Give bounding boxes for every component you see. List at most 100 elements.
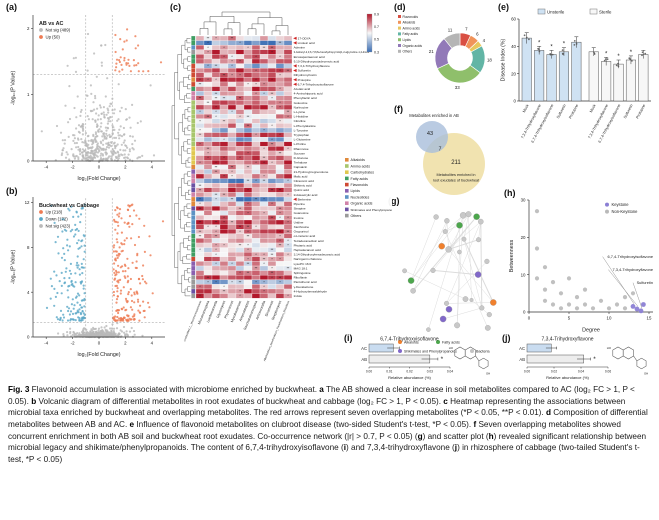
svg-text:*: * [279,230,281,234]
svg-text:8: 8 [27,245,30,250]
svg-text:*: * [199,78,201,82]
svg-text:L-Phenylalanine: L-Phenylalanine [294,124,316,128]
overlap-arrow-icon [293,68,297,73]
svg-text:*: * [231,262,233,266]
svg-text:*: * [239,271,241,275]
x-axis-label: log₂(Fold Change) [78,352,121,358]
svg-text:*: * [207,64,209,68]
svg-text:**: ** [287,267,290,271]
svg-text:*: * [263,161,265,165]
svg-text:AB: AB [519,357,525,362]
svg-text:*: * [271,257,273,261]
svg-text:0.00: 0.00 [366,370,372,374]
svg-text:**: ** [207,37,210,41]
svg-text:Uridine: Uridine [294,220,304,224]
svg-text:*: * [263,290,265,294]
svg-text:*: * [215,230,217,234]
svg-text:2: 2 [124,165,127,170]
svg-text:40: 40 [511,44,516,49]
svg-text:**: ** [199,96,202,100]
overlap-arrow-icon [293,82,297,86]
svg-text:4: 4 [151,341,154,346]
svg-text:**: ** [263,179,266,183]
svg-text:**: ** [287,230,290,234]
svg-text:Shikimates and Phenylpropanoid: Shikimates and Phenylpropanoids [351,208,393,212]
svg-text:**: ** [223,96,226,100]
svg-text:0: 0 [98,341,101,346]
svg-text:*: * [287,239,289,243]
svg-text:Mock: Mock [589,103,597,113]
svg-text:43: 43 [427,131,433,137]
svg-text:6,7,4-Trihydroxyisoflavone: 6,7,4-Trihydroxyisoflavone [598,104,622,144]
svg-text:**: ** [255,198,258,202]
svg-text:Flavonoids: Flavonoids [351,183,369,187]
svg-text:*: * [215,110,217,114]
svg-text:Sucrose: Sucrose [294,151,306,155]
svg-text:*: * [279,239,281,243]
svg-text:*: * [247,244,249,248]
svg-text:3-Isobutyl-2,3,6,7,8,8a-hexahy: 3-Isobutyl-2,3,6,7,8,8a-hexahydropyrrolo… [294,50,370,54]
svg-text:*: * [271,78,273,82]
svg-text:**: ** [247,124,250,128]
svg-text:OH: OH [486,372,490,376]
plot-title: Buckwheat vs Cabbage [39,203,99,209]
svg-text:**: ** [199,83,202,87]
svg-text:Sulfuretin: Sulfuretin [556,104,567,120]
svg-text:Xanthosine: Xanthosine [294,225,310,229]
svg-text:*: * [271,50,273,54]
y-axis-label: -log₁₀(P Value) [11,250,17,285]
svg-text:**: ** [223,119,226,123]
svg-text:*: * [231,55,233,59]
svg-text:*: * [207,225,209,229]
svg-text:*: * [231,280,233,284]
y-axis-label: Betweenness [509,240,515,273]
svg-text:**: ** [215,96,218,100]
svg-text:Malic acid: Malic acid [294,174,308,178]
svg-text:*: * [263,285,265,289]
svg-text:*: * [231,110,233,114]
svg-text:*: * [279,216,281,220]
svg-text:*: * [215,225,217,229]
svg-text:6,7,4-Trihydroxyisoflavone: 6,7,4-Trihydroxyisoflavone [298,82,334,86]
svg-text:**: ** [207,101,210,105]
overlap-arrow-icon [293,36,297,40]
svg-text:6,7,4-Trihydroxyisoflavone: 6,7,4-Trihydroxyisoflavone [608,254,653,259]
svg-text:**: ** [215,170,218,174]
svg-text:*: * [605,51,608,57]
venn-diagram: Metabolites enriched in AB437211Metaboli… [409,113,485,195]
svg-text:12: 12 [25,200,30,205]
panel-label-c: (c) [170,2,181,12]
svg-text:*: * [263,175,265,179]
svg-text:2: 2 [124,341,127,346]
x-axis-label: Relative abundance (%) [546,375,589,380]
svg-text:*: * [223,221,225,225]
svg-text:*: * [279,133,281,137]
svg-text:root exudates of buckwheat: root exudates of buckwheat [433,179,480,183]
svg-text:**: ** [207,147,210,151]
svg-text:*: * [279,101,281,105]
svg-text:*: * [287,294,289,298]
svg-text:33: 33 [455,85,460,90]
svg-text:Sterile: Sterile [599,10,612,15]
svg-text:Not sig (423): Not sig (423) [46,224,71,229]
svg-text:**: ** [223,73,226,77]
svg-text:L-Histidine: L-Histidine [294,115,309,119]
svg-text:*: * [247,188,249,192]
svg-text:Others: Others [351,214,362,218]
svg-text:*: * [215,253,217,257]
row-class-strip [191,35,196,299]
svg-text:6: 6 [476,32,479,37]
svg-text:**: ** [239,96,242,100]
svg-text:*: * [223,285,225,289]
svg-text:**: ** [199,188,202,192]
svg-text:L-Glutamine: L-Glutamine [294,138,311,142]
svg-text:Unsterile: Unsterile [547,10,565,15]
svg-text:**: ** [279,207,282,211]
svg-text:Dihydromyricetin: Dihydromyricetin [294,73,317,77]
svg-text:Sulfuretin: Sulfuretin [637,280,653,285]
svg-text:MAG 18:1: MAG 18:1 [294,266,308,270]
